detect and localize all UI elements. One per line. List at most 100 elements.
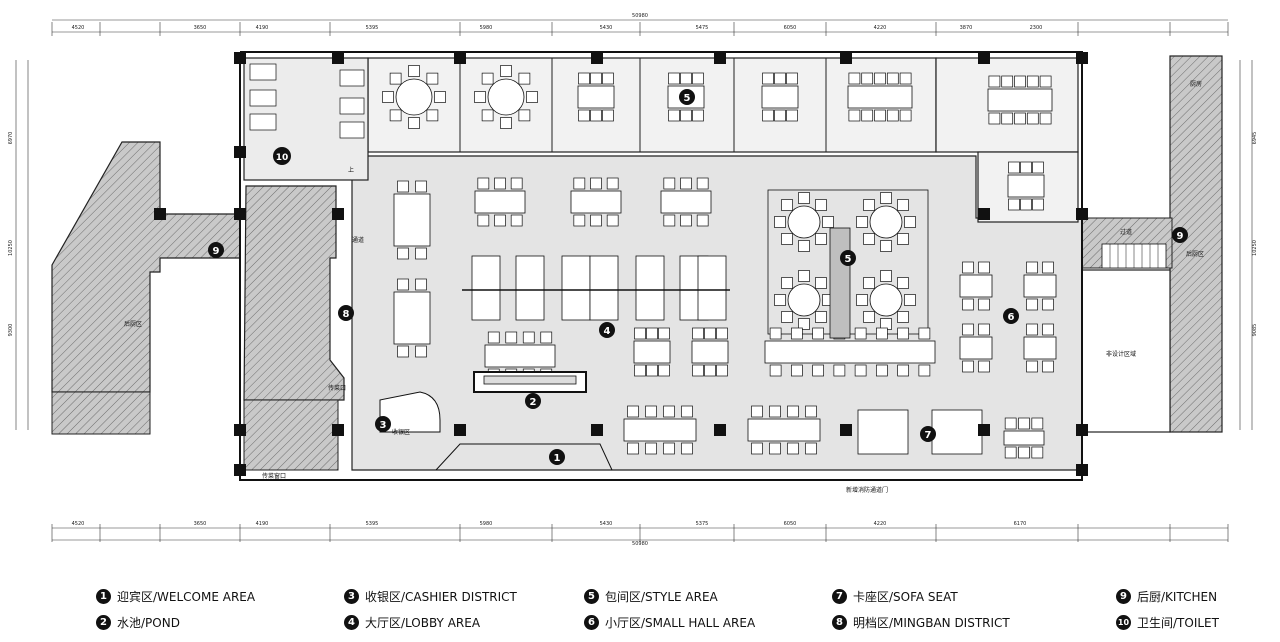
chair: [606, 214, 619, 227]
chair: [668, 109, 680, 122]
booth: [635, 255, 665, 321]
chair: [1004, 446, 1017, 459]
chair: [474, 91, 486, 103]
chair: [696, 214, 709, 227]
chair: [861, 72, 874, 85]
dim-top-label: 5430: [600, 25, 613, 31]
chair: [434, 91, 446, 103]
legend-label: 包间区/STYLE AREA: [605, 590, 718, 604]
table: [987, 88, 1053, 112]
chair: [798, 192, 810, 204]
chair: [573, 214, 586, 227]
chair: [389, 109, 402, 122]
svg-text:8: 8: [343, 309, 350, 320]
table: [623, 418, 697, 442]
chair: [645, 442, 657, 455]
chair: [1031, 446, 1044, 459]
chair: [397, 345, 409, 358]
chair: [978, 323, 990, 336]
chair: [769, 327, 782, 340]
chair: [540, 331, 553, 344]
chair: [781, 199, 793, 211]
chair: [1004, 417, 1017, 430]
chair: [415, 278, 427, 291]
chair: [751, 405, 763, 418]
chair: [518, 109, 531, 122]
marker-2: 2: [525, 393, 541, 409]
booth: [471, 255, 501, 321]
dim-bottom-label: 6170: [1014, 521, 1027, 527]
legend-label: 水池/POND: [117, 616, 180, 630]
pass-window-hatch: [243, 399, 339, 471]
marker-1: 1: [549, 449, 565, 465]
chair: [573, 177, 586, 190]
chair: [812, 327, 824, 340]
booth: [697, 255, 727, 321]
chair: [904, 294, 916, 306]
dim-top-label: 5475: [696, 25, 709, 31]
chair: [886, 109, 899, 122]
legend-badge: 6: [584, 615, 599, 630]
table: [691, 340, 729, 364]
chair: [751, 442, 763, 455]
chair: [663, 177, 676, 190]
chair: [578, 109, 590, 122]
chair: [897, 199, 909, 211]
marker-5-room: 5: [679, 89, 695, 105]
chair: [805, 405, 817, 418]
chair: [1020, 198, 1032, 211]
label-pass-door: 传菜口: [328, 384, 346, 392]
legend-badge: 8: [832, 615, 847, 630]
chair: [663, 405, 675, 418]
table: [660, 190, 712, 214]
chair: [897, 277, 909, 289]
structural-columns: [154, 52, 1088, 476]
chair: [856, 294, 868, 306]
dim-bottom-label: 3650: [194, 521, 207, 527]
chair: [854, 327, 867, 340]
chair: [634, 364, 646, 377]
label-pass-window: 传菜窗口: [262, 472, 286, 480]
chair: [692, 72, 704, 85]
label-kitchen-top-right: 厨房: [1190, 80, 1202, 88]
chair: [477, 177, 490, 190]
chair: [854, 364, 867, 377]
dimension-ticks: [51, 22, 1229, 542]
chair: [510, 177, 523, 190]
chair: [1001, 75, 1014, 88]
dim-top-label: 4190: [256, 25, 269, 31]
chair: [627, 405, 639, 418]
chair: [962, 298, 974, 311]
chair: [1018, 446, 1030, 459]
toilet-stall: [339, 69, 365, 87]
chair: [899, 72, 912, 85]
private-room-strip: [367, 57, 937, 153]
column: [234, 52, 246, 64]
chair: [1008, 161, 1020, 174]
legend-badge: 1: [96, 589, 111, 604]
dim-left-label: 6970: [8, 132, 14, 145]
chair: [408, 65, 420, 77]
table: [959, 274, 993, 298]
chair: [822, 216, 834, 228]
column: [714, 52, 726, 64]
table: [577, 85, 615, 109]
label-stair-up: 上: [348, 166, 354, 174]
chair: [382, 91, 394, 103]
dim-top-label: 4520: [72, 25, 85, 31]
dim-left-label: 9300: [8, 324, 14, 337]
marker-10: 10: [273, 147, 291, 165]
column: [234, 464, 246, 476]
chair: [408, 117, 420, 129]
legend-badge: 10: [1116, 615, 1131, 630]
table: [747, 418, 821, 442]
table: [633, 340, 671, 364]
chair: [627, 442, 639, 455]
chair: [1042, 261, 1054, 274]
dim-right-label: 10250: [1252, 240, 1258, 256]
chair: [680, 214, 692, 227]
column: [978, 424, 990, 436]
